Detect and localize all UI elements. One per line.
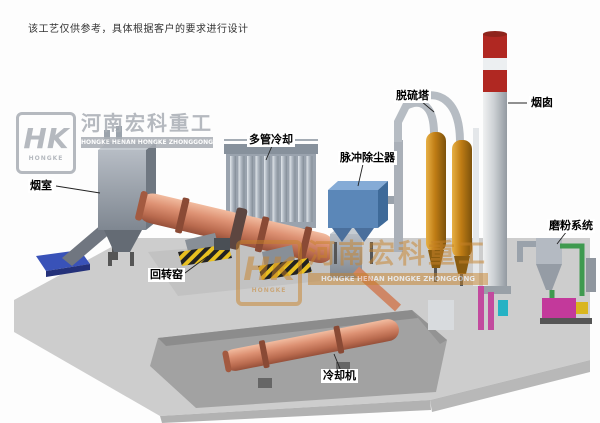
company-name-cn: 河南宏科重工 xyxy=(308,239,488,270)
cooling-machine xyxy=(222,319,399,388)
green-pipe xyxy=(560,243,585,296)
hk-logo-subtext: HONGKE xyxy=(28,154,64,162)
company-name-en: HONGKE HENAN HONGKE ZHONGGONG xyxy=(308,272,488,285)
chimney-band xyxy=(483,34,507,58)
tower-1 xyxy=(426,132,446,252)
cooler-tyre xyxy=(258,340,270,369)
label-cooling-machine: 冷却机 xyxy=(321,369,358,383)
kiln-tyre xyxy=(175,197,190,234)
cooler-tyre xyxy=(333,325,345,354)
company-name-cn: 河南宏科重工 xyxy=(81,111,213,135)
mill-motor xyxy=(576,302,588,314)
hk-logo-subtext: HONGKE xyxy=(251,286,287,294)
hk-logo: HK HONGKE xyxy=(236,240,302,306)
kiln-drive xyxy=(214,238,230,250)
magenta-pipe xyxy=(488,292,494,330)
kiln-girth-gear xyxy=(228,207,248,250)
label-rotary-kiln: 回转窑 xyxy=(148,268,185,282)
collector-hopper xyxy=(354,228,374,242)
mill-body xyxy=(542,298,576,318)
label-chimney: 烟囱 xyxy=(529,96,555,110)
grinding-system xyxy=(478,238,596,330)
hk-logo-text: HK xyxy=(243,249,295,288)
label-multi-tube-cooler: 多管冷却 xyxy=(247,133,295,147)
hk-logo: HK HONGKE xyxy=(16,112,76,174)
collector-hopper xyxy=(332,228,352,242)
desulfurization-towers xyxy=(394,91,472,286)
chimney-band xyxy=(483,70,507,92)
cyan-unit xyxy=(498,300,508,316)
leader-lines xyxy=(55,100,568,372)
label-grinding-system: 磨粉系统 xyxy=(547,219,595,233)
cyclone xyxy=(536,238,562,264)
watermark-left: HK HONGKE 河南宏科重工 HONGKE HENAN HONGKE ZHO… xyxy=(16,111,214,174)
label-smoke-chamber: 烟室 xyxy=(28,179,54,193)
label-desulfurization-tower: 脱硫塔 xyxy=(394,89,431,103)
company-name-en: HONGKE HENAN HONGKE ZHONGGONG xyxy=(81,137,214,148)
chimney xyxy=(473,31,511,294)
label-pulse-dust-collector: 脉冲除尘器 xyxy=(338,151,397,165)
watermark-center: HK HONGKE 河南宏科重工 HONGKE HENAN HONGKE ZHO… xyxy=(236,240,488,306)
magenta-pipe xyxy=(478,286,484,330)
kiln-supports xyxy=(178,233,312,280)
tower-2 xyxy=(452,140,472,258)
hk-logo-text: HK xyxy=(23,121,69,155)
tower-duct xyxy=(394,98,438,142)
reference-note: 该工艺仅供参考，具体根据客户的要求进行设计 xyxy=(28,24,249,35)
